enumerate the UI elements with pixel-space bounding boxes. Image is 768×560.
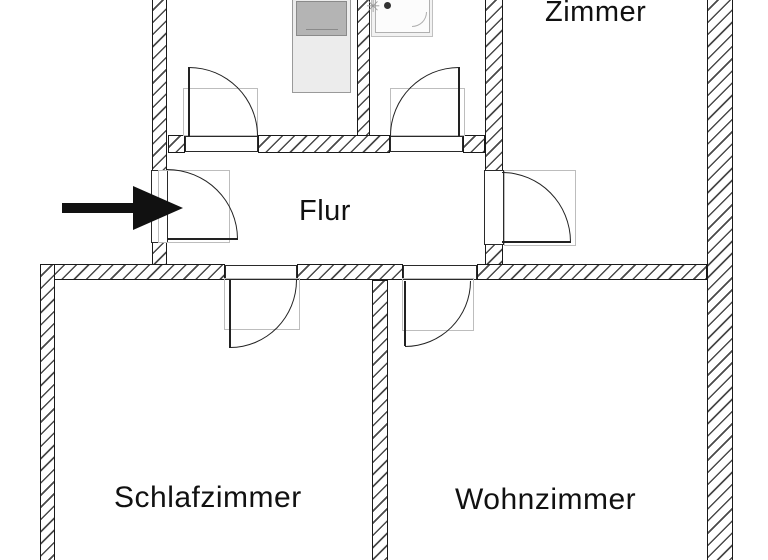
wall-flur-top-segment-right	[463, 135, 485, 153]
wall-flur-bottom-segment-middle	[297, 264, 403, 280]
room-label-flur: Flur	[299, 195, 351, 227]
wall-flur-top-segment-middle	[258, 135, 390, 153]
door-swing-arc-bath	[390, 67, 459, 136]
door-opening-zimmer	[484, 170, 504, 245]
door-leaf-bath	[458, 67, 460, 136]
wall-kitchen-bath-divider	[357, 0, 370, 137]
stove-detail-line	[306, 22, 338, 30]
shower-drain-dot	[384, 2, 391, 9]
faucet-icon: ✳	[366, 0, 381, 16]
room-label-wohnzimmer: Wohnzimmer	[455, 483, 637, 516]
door-opening-bath	[390, 136, 463, 152]
wall-flur-bottom-segment-right	[477, 264, 707, 280]
wall-schlaf-wohn-divider	[372, 280, 388, 560]
wall-flur-top-segment-left	[168, 135, 185, 153]
entrance-arrow-head	[133, 186, 183, 230]
door-swing-arc-schlafzimmer	[230, 280, 297, 348]
wall-flur-bottom-segment-left	[40, 264, 225, 280]
door-opening-kitchen	[185, 136, 258, 152]
door-leaf-entrance	[167, 238, 238, 240]
wall-right-exterior	[707, 0, 733, 560]
room-label-schlafzimmer: Schlafzimmer	[114, 481, 302, 514]
room-label-zimmer: Zimmer	[545, 0, 647, 28]
wall-lower-left-exterior	[40, 264, 55, 560]
door-opening-schlafzimmer	[225, 265, 297, 280]
stove-icon	[296, 1, 347, 36]
door-leaf-zimmer	[502, 241, 571, 243]
door-swing-arc-kitchen	[189, 67, 258, 136]
entrance-arrow-shaft	[62, 203, 138, 213]
door-swing-arc-wohnzimmer	[405, 281, 471, 347]
door-opening-wohnzimmer	[403, 265, 477, 280]
